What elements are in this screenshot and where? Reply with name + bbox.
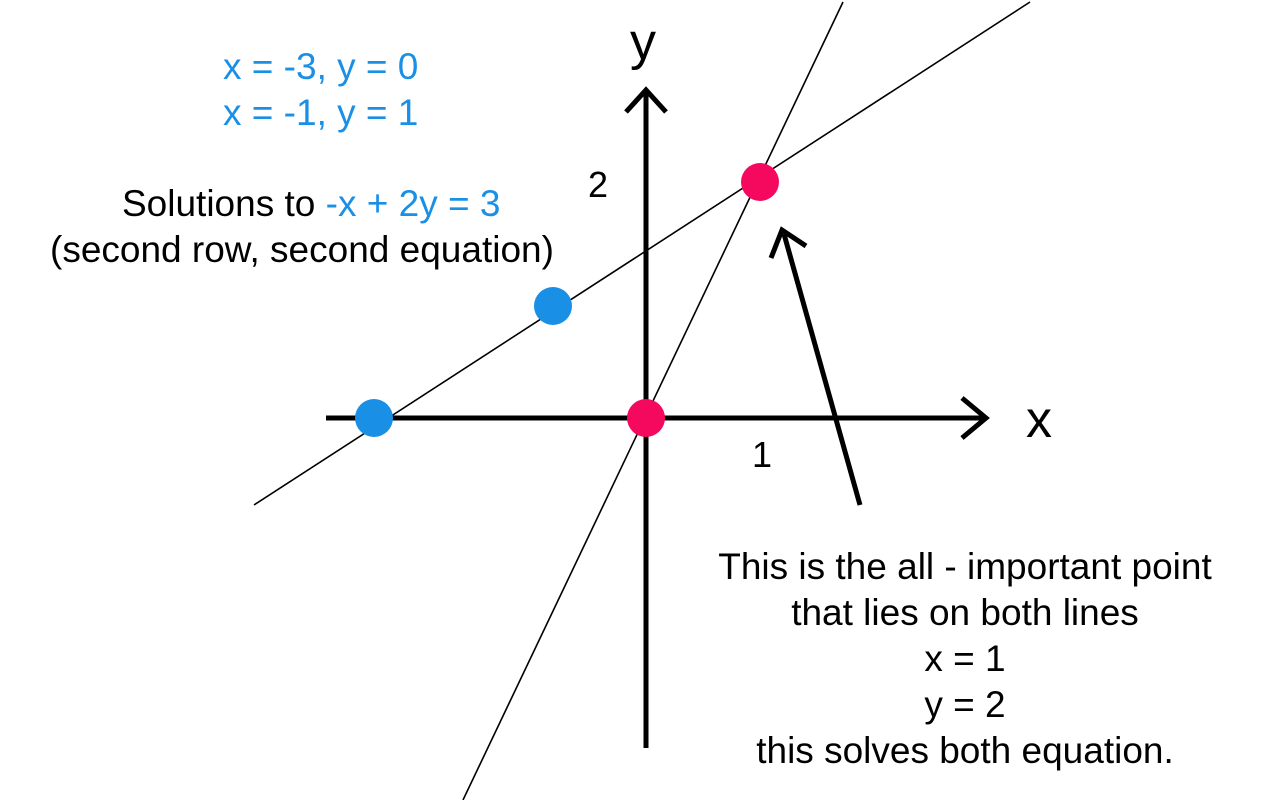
callout-line-3: x = 1	[924, 638, 1006, 679]
magenta-point-intersection	[741, 163, 779, 201]
callout-line-1: This is the all - important point	[718, 546, 1212, 587]
solutions-label: Solutions to -x + 2y = 3	[122, 181, 500, 227]
callout-line-5: this solves both equation.	[756, 730, 1174, 771]
blue-point-label-2: x = -1, y = 1	[223, 92, 419, 133]
pointer-arrow-shaft	[781, 233, 863, 506]
y-axis-arrowhead	[624, 86, 668, 114]
callout-line-2: that lies on both lines	[791, 592, 1139, 633]
pointer-arrowhead	[768, 226, 808, 259]
callout-text: This is the all - important point that l…	[680, 544, 1250, 774]
solutions-subtitle: (second row, second equation)	[50, 229, 554, 270]
callout-line-4: y = 2	[924, 684, 1006, 725]
magenta-point-origin	[627, 399, 665, 437]
blue-point-minus3-0	[355, 399, 393, 437]
x-axis-arrowhead	[960, 396, 990, 440]
blue-point-label-1: x = -3, y = 0	[223, 46, 419, 87]
y-tick-label: 2	[588, 164, 609, 205]
y-axis-label: y	[630, 13, 656, 71]
solutions-equation: -x + 2y = 3	[325, 183, 501, 224]
x-axis-label: x	[1026, 391, 1052, 449]
x-tick-label: 1	[752, 434, 773, 475]
blue-point-minus1-1	[534, 287, 572, 325]
solutions-prefix: Solutions to	[122, 183, 326, 224]
